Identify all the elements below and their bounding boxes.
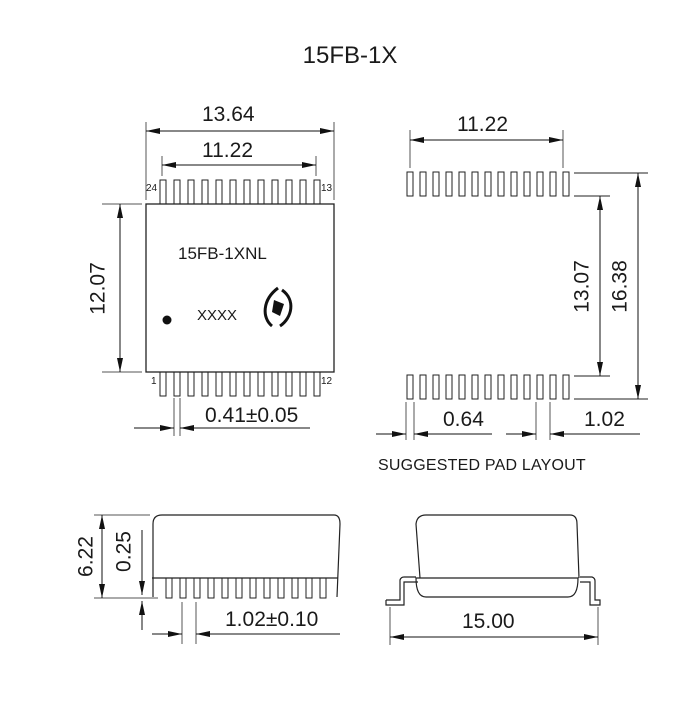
part-marking: 15FB-1XNL — [178, 244, 267, 263]
left-gull-lead — [386, 576, 416, 601]
dim-pin-width: 0.41±0.05 — [205, 404, 299, 427]
bottom-pins — [159, 371, 321, 397]
dim-pad-span: 11.22 — [457, 113, 508, 136]
bottom-pad-row — [406, 374, 570, 400]
pin1-dot — [162, 315, 172, 325]
dim-inner-height: 13.07 — [570, 260, 594, 313]
side-pins — [165, 577, 327, 599]
package-body — [145, 203, 335, 373]
side-view — [94, 514, 341, 644]
dim-outer-height: 16.38 — [608, 260, 632, 313]
manufacturer-logo-icon — [263, 286, 293, 328]
side-body — [152, 514, 341, 598]
end-body — [415, 514, 580, 579]
dim-body-height: 12.07 — [86, 262, 110, 315]
pin-label-1: 1 — [151, 376, 157, 387]
dim-pin-span: 11.22 — [202, 139, 253, 162]
pin-label-12: 12 — [321, 376, 333, 387]
dim-overall-width: 13.64 — [202, 103, 255, 126]
dim-height: 6.22 — [74, 536, 98, 577]
dim-standoff: 0.25 — [112, 531, 136, 572]
dim-side-pitch: 1.02±0.10 — [225, 608, 319, 631]
right-gull-lead — [580, 576, 601, 606]
dim-pad-pitch: 1.02 — [584, 408, 625, 431]
dim-lead-span: 15.00 — [462, 610, 515, 633]
top-pad-row — [406, 171, 570, 197]
pin-label-24: 24 — [146, 183, 158, 194]
date-code: XXXX — [197, 307, 238, 324]
top-pins — [159, 179, 321, 205]
pad-layout-view — [376, 130, 648, 440]
drawing-title: 15FB-1X — [302, 42, 398, 69]
pin-label-13: 13 — [321, 183, 333, 194]
dim-pad-width: 0.64 — [443, 408, 484, 431]
pad-layout-caption: SUGGESTED PAD LAYOUT — [378, 457, 586, 474]
top-view — [102, 122, 335, 436]
end-view — [385, 514, 601, 645]
